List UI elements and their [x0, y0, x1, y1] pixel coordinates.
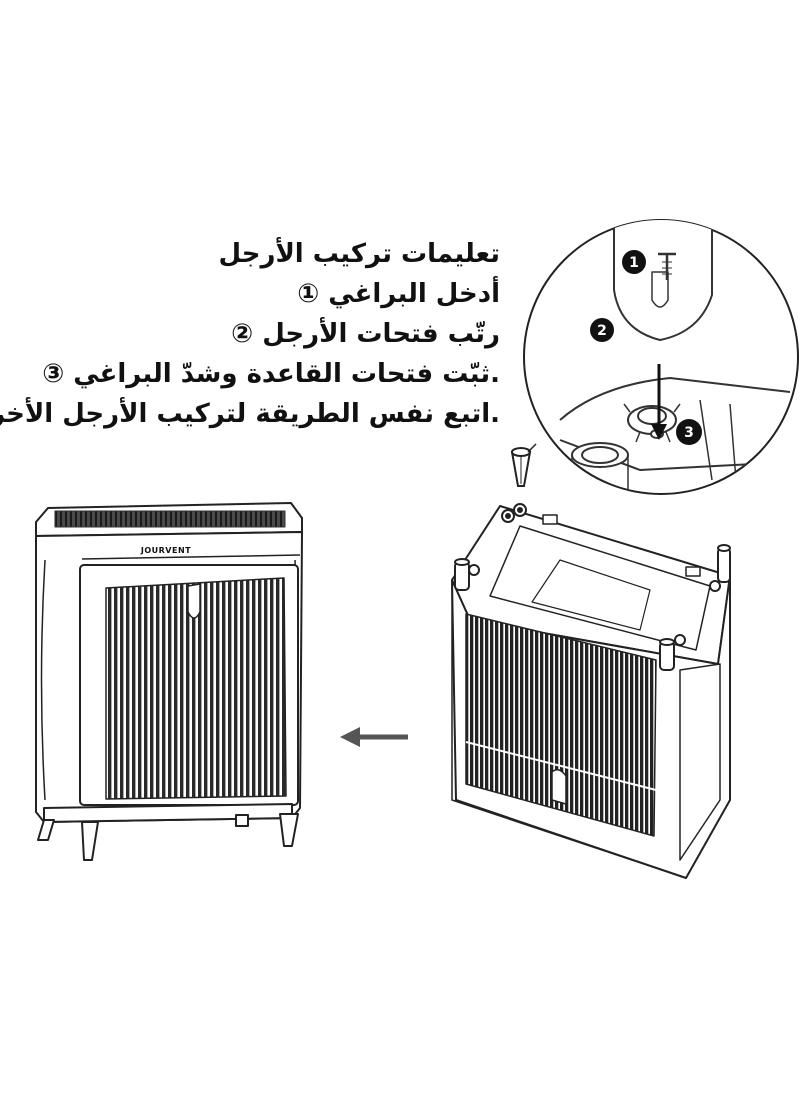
inverted-side-panel: [679, 663, 721, 861]
instructions-title: تعليمات تركيب الأرجل: [218, 239, 500, 269]
control-strip: [81, 554, 301, 560]
brand-logo: JOURVENT: [140, 546, 191, 555]
step-marker-1: 1: [622, 250, 646, 274]
instruction-step-3: .ثبّت فتحات القاعدة وشدّ البراغي ③: [42, 359, 500, 389]
loose-leg: [510, 447, 532, 487]
detail-leg-slot: [651, 271, 669, 308]
filter-band: [465, 741, 657, 791]
mounted-leg-3: [659, 641, 675, 671]
purifier-base: [43, 803, 293, 823]
side-edge-left: [40, 559, 46, 801]
detail-screw: [658, 252, 676, 280]
assembly-instructions: تعليمات تركيب الأرجل أدخل البراغي ① رتّب…: [0, 234, 500, 434]
detail-magnifier: 1 2 3: [523, 219, 799, 495]
front-filter: [105, 577, 287, 800]
leg-front-left: [37, 819, 55, 841]
detail-socket: [623, 403, 681, 443]
direction-arrow: [340, 727, 408, 747]
front-handle-notch: [187, 583, 201, 619]
step-marker-3-label: 3: [684, 425, 694, 441]
top-grille: [54, 510, 286, 528]
screw-hole-4: [709, 580, 721, 592]
detail-base-edge: [559, 377, 791, 421]
step-marker-3: 3: [676, 419, 702, 445]
inverted-purifier: [451, 505, 731, 879]
screw-hole-3: [468, 564, 480, 576]
screw-hole-5: [674, 634, 686, 646]
base-inner-recess: [531, 559, 651, 631]
mounted-leg-1: [454, 561, 470, 591]
detail-adjacent-post: [571, 442, 629, 494]
base-clip-right: [685, 566, 701, 577]
step-marker-2: 2: [590, 318, 614, 342]
assembled-purifier: [35, 502, 303, 861]
leg-mounts: [454, 503, 731, 671]
step-marker-2-label: 2: [597, 323, 607, 339]
body-rim: [451, 580, 687, 879]
detail-connector: [527, 443, 537, 453]
leg-front-right: [279, 813, 299, 847]
leg-front-center-right: [235, 814, 249, 827]
detail-base-wall: [699, 399, 737, 481]
step-marker-1-label: 1: [629, 255, 639, 271]
inverted-front-filter: [465, 613, 657, 837]
instruction-step-2: رتّب فتحات الأرجل ②: [231, 319, 500, 349]
instruction-step-1: أدخل البراغي ①: [297, 279, 500, 309]
instruction-step-4: .اتبع نفس الطريقة لتركيب الأرجل الأخرى: [0, 399, 500, 429]
base-clip-left: [542, 514, 558, 525]
mounted-leg-2: [717, 547, 731, 583]
inverted-handle-notch: [551, 769, 567, 805]
leg-front-center-left: [81, 821, 99, 861]
